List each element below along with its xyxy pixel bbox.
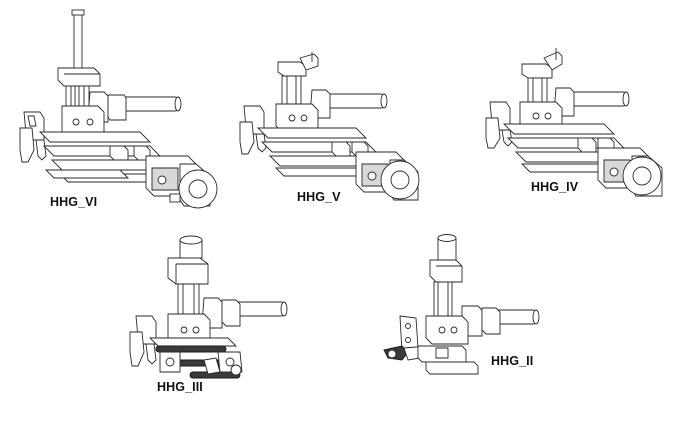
label-hhg-iii: HHG_III (157, 380, 203, 394)
gripper-hhg-iv-drawing (485, 48, 663, 197)
label-hhg-iv: HHG_IV (531, 180, 579, 194)
label-hhg-vi: HHG_VI (50, 195, 98, 209)
gripper-hhg-iii-drawing (129, 235, 288, 379)
gripper-hhg-ii-drawing (383, 234, 540, 375)
label-hhg-v: HHG_V (297, 190, 341, 204)
gripper-hhg-vi-drawing (19, 9, 218, 209)
gripper-hhg-v-drawing (239, 52, 420, 201)
label-hhg-ii: HHG_II (491, 354, 534, 368)
